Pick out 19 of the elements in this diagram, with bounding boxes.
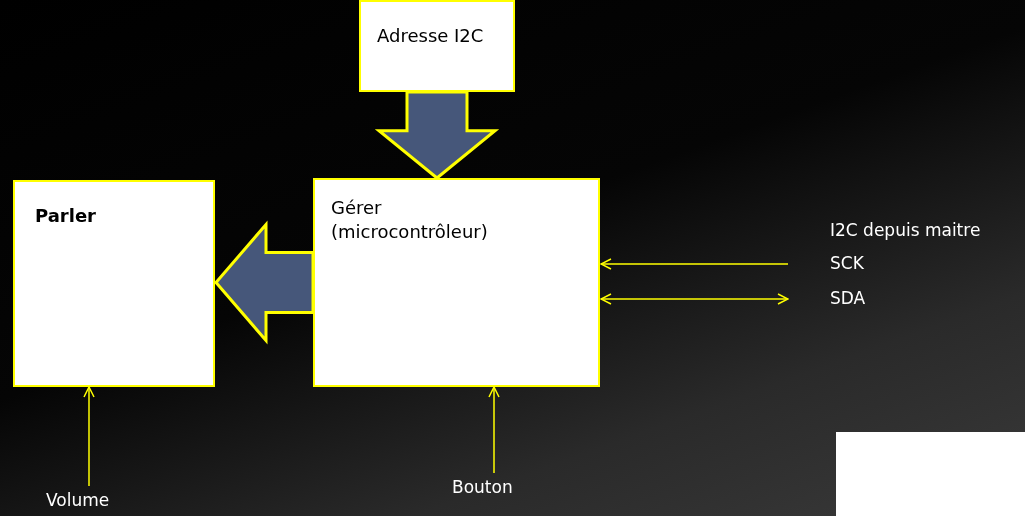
arrow — [600, 258, 789, 270]
blank-box — [836, 432, 1025, 516]
signal-label: Volume — [46, 490, 132, 514]
block-arrow — [374, 90, 500, 180]
arrow — [488, 386, 500, 474]
arrow — [83, 386, 95, 487]
arrow — [600, 293, 789, 305]
signal-label: Bouton — [452, 477, 536, 501]
box-title: Gérer — [331, 196, 383, 220]
box-title: Parler — [35, 204, 97, 228]
note-text: I2C depuis maitre — [830, 220, 981, 240]
signal-label: SDA — [830, 288, 870, 310]
process-box — [359, 0, 515, 92]
process-box — [313, 178, 600, 387]
box-subtitle: (microcontrôleur) — [331, 220, 489, 245]
block-arrow — [214, 220, 315, 345]
process-box — [13, 180, 215, 387]
box-title: Adresse I2C — [377, 24, 485, 48]
signal-label: SCK — [830, 253, 870, 275]
